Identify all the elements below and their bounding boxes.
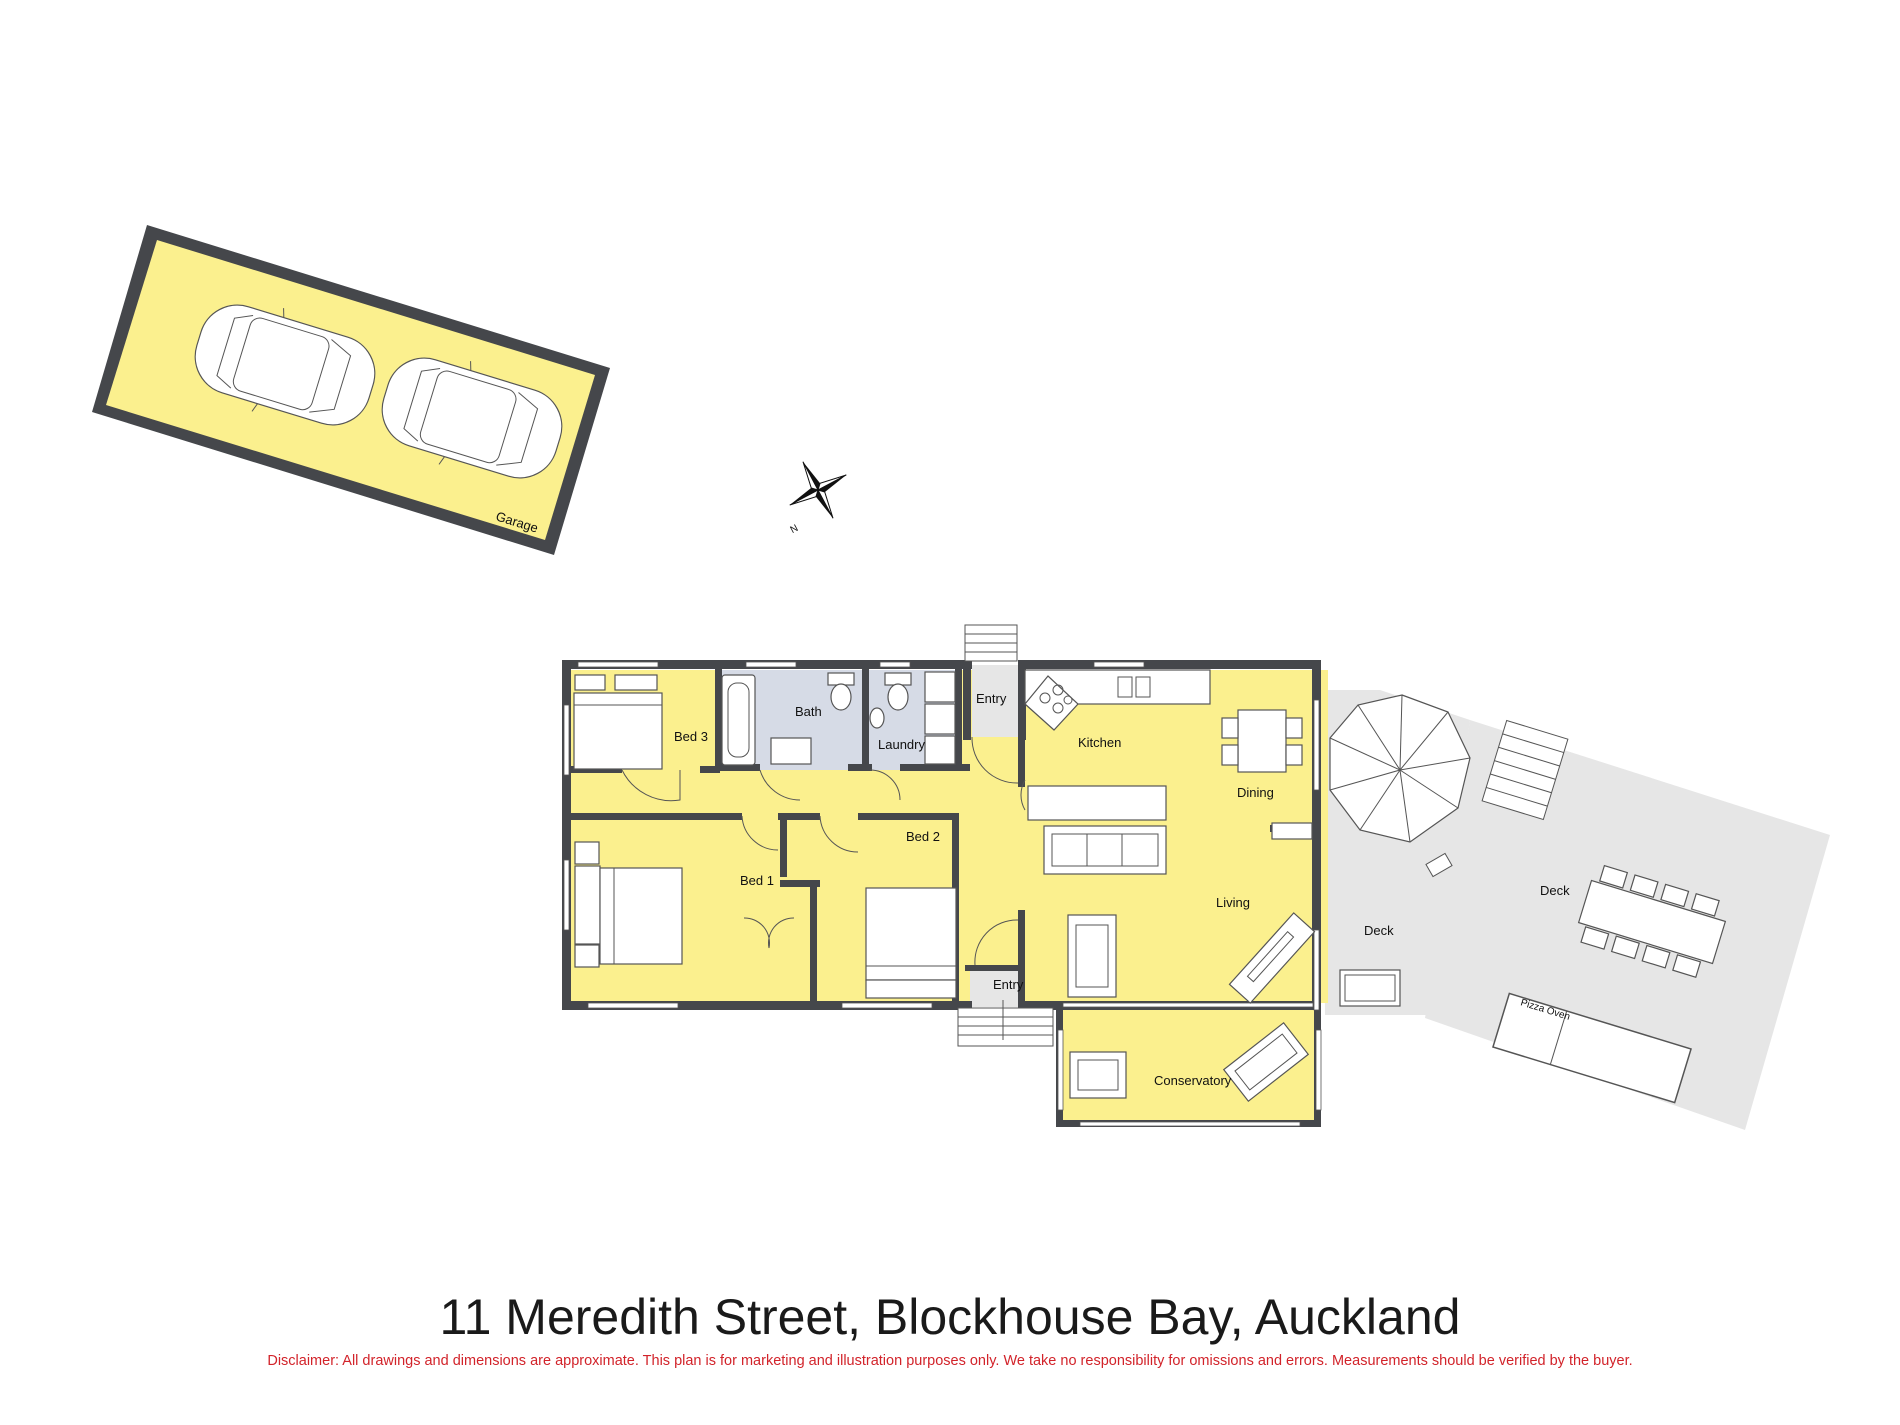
deck-stairs: [1481, 719, 1569, 821]
room-labels: Bed 3 Bath Laundry Entry Kitchen Dining …: [674, 691, 1274, 1088]
bed2-label: Bed 2: [906, 829, 940, 844]
bed1-bed-icon: [574, 841, 683, 968]
bed3-label: Bed 3: [674, 729, 708, 744]
bed1-label: Bed 1: [740, 873, 774, 888]
furniture: [573, 669, 1316, 1102]
entry-top-label: Entry: [976, 691, 1007, 706]
garage: Garage: [92, 225, 610, 555]
laundry-label: Laundry: [878, 737, 925, 752]
armchair-icon: [1067, 914, 1117, 998]
living-label: Living: [1216, 895, 1250, 910]
washer-icon: [924, 703, 956, 735]
entry-bottom-label: Entry: [993, 977, 1024, 992]
address-title: 11 Meredith Street, Blockhouse Bay, Auck…: [439, 1289, 1461, 1345]
kitchen-island-icon: [1027, 785, 1167, 821]
kitchen-label: Kitchen: [1078, 735, 1121, 750]
conservatory-chair-icon: [1069, 1051, 1127, 1099]
umbrella-icon: [1329, 694, 1471, 878]
bbq-icon: [1339, 969, 1401, 1007]
stove-icon: [1024, 675, 1079, 731]
disclaimer-text: Disclaimer: All drawings and dimensions …: [267, 1353, 1633, 1369]
dining-label: Dining: [1237, 785, 1274, 800]
compass-north-label: N: [789, 523, 801, 536]
bath-vanity-icon: [770, 737, 812, 765]
entry-bottom-floor: [970, 965, 1025, 1007]
deck-small-label: Deck: [1364, 923, 1394, 938]
outdoor-table-icon: [1577, 864, 1727, 978]
pizza-oven-icon: [1492, 992, 1692, 1104]
doors: [621, 736, 1026, 966]
entry-bottom-stairs: [957, 1000, 1054, 1047]
laundry-tub-icon: [924, 671, 956, 703]
sofa-icon: [1043, 825, 1167, 875]
dryer-icon: [924, 735, 956, 765]
bed2-bed-icon: [865, 887, 957, 999]
basin-icon: [869, 707, 885, 729]
laundry-toilet-icon: [884, 672, 912, 711]
car-icon: [194, 304, 376, 426]
sink-icon: [1117, 676, 1151, 698]
toilet-icon: [827, 672, 855, 711]
compass-icon: [789, 461, 847, 519]
bathtub-icon: [721, 674, 756, 766]
conservatory-label: Conservatory: [1154, 1073, 1232, 1088]
windows: [563, 661, 1322, 1127]
lounger-icon: [1222, 1022, 1310, 1102]
decks: Pizza Oven Deck Deck: [1322, 690, 1830, 1130]
entry-top-floor: [972, 665, 1020, 737]
dining-table-icon: [1221, 709, 1303, 773]
tv-unit-icon: [1228, 912, 1316, 1004]
sideboard-icon: [1271, 822, 1313, 840]
bath-label: Bath: [795, 704, 822, 719]
deck-large-label: Deck: [1540, 883, 1570, 898]
car-icon: [381, 357, 563, 479]
entry-top-stairs: [964, 624, 1018, 662]
bed3-bed-icon: [573, 674, 663, 770]
